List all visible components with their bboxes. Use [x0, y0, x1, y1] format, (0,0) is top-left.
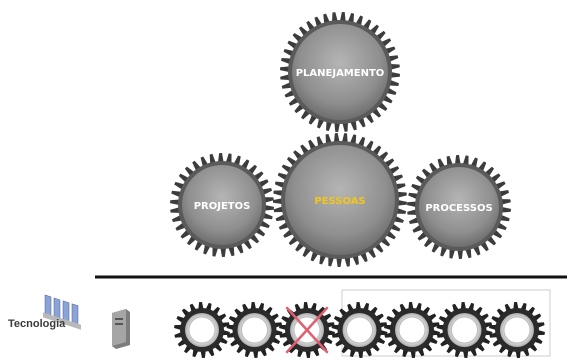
gear-label-projetos: PROJETOS — [194, 201, 251, 212]
technology-gears-group — [174, 302, 545, 358]
small-gear-hub — [503, 316, 531, 344]
small-gear-4 — [331, 302, 388, 358]
server-rack-icon — [43, 294, 81, 330]
small-gear-2 — [226, 302, 283, 358]
gear-face-planejamento — [292, 24, 388, 120]
small-gear-1 — [174, 302, 230, 358]
small-gear-5 — [384, 302, 440, 358]
gear-processos: PROCESSOS — [407, 155, 511, 259]
small-gear-6 — [436, 302, 493, 358]
small-gear-3 — [279, 302, 335, 358]
small-gear-hub — [346, 316, 373, 344]
gear-pessoas: PESSOAS — [273, 133, 407, 267]
small-gear-hub — [451, 316, 478, 344]
broken-gear-x-icon — [285, 306, 329, 354]
gear-label-planejamento: PLANEJAMENTO — [296, 68, 385, 79]
small-gear-hub — [241, 316, 268, 344]
gear-face-projetos — [182, 165, 262, 245]
gear-label-processos: PROCESSOS — [425, 203, 492, 214]
computer-tower-icon — [112, 309, 130, 349]
small-gear-hub — [398, 316, 426, 344]
gear-face-pessoas — [285, 145, 395, 255]
gear-face-processos — [419, 167, 499, 247]
gear-projetos: PROJETOS — [170, 153, 274, 257]
gear-label-pessoas: PESSOAS — [314, 196, 365, 207]
main-gears-group: PLANEJAMENTO PROJETOS PROCESSOS PESSOAS — [170, 12, 511, 267]
technology-label: Tecnologia — [8, 318, 66, 330]
gear-planejamento: PLANEJAMENTO — [280, 12, 400, 132]
small-gear-hub — [188, 316, 216, 344]
small-gear-7 — [489, 302, 545, 358]
